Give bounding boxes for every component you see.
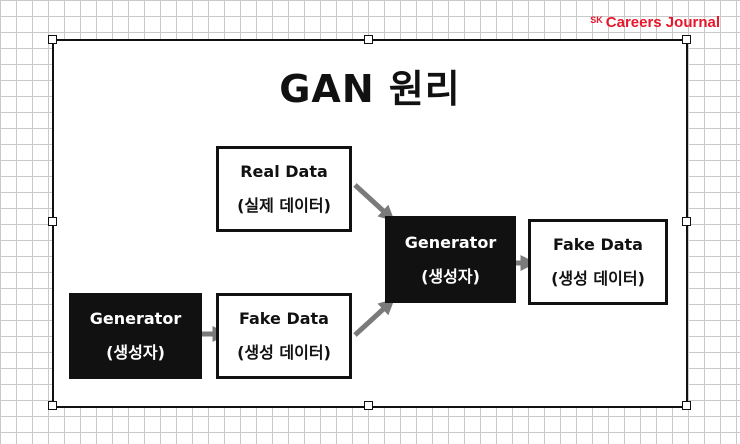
generator-left-label: Generator: [89, 309, 182, 328]
arrow-real-data-to-center-generator: [353, 183, 395, 222]
diagram-title: GAN 원리: [279, 67, 461, 111]
fake-data-left-label: Fake Data: [239, 309, 329, 328]
real-data-box: Real Data (실제 데이터): [216, 146, 352, 232]
resize-handle-top-center[interactable]: [364, 35, 373, 44]
generator-left-box: Generator (생성자): [69, 293, 202, 379]
fake-data-right-sublabel: (생성 데이터): [551, 269, 645, 288]
resize-handle-bottom-left[interactable]: [48, 401, 57, 410]
generator-center-sublabel: (생성자): [421, 266, 480, 286]
resize-handle-middle-left[interactable]: [48, 217, 57, 226]
resize-handle-middle-right[interactable]: [682, 217, 691, 226]
resize-handle-bottom-center[interactable]: [364, 401, 373, 410]
fake-data-right-label: Fake Data: [553, 235, 643, 254]
generator-left-sublabel: (생성자): [106, 343, 165, 362]
resize-handle-top-left[interactable]: [48, 35, 57, 44]
brand-name: Careers Journal: [605, 14, 720, 31]
real-data-label: Real Data: [240, 162, 328, 181]
arrow-fake-data-to-center-generator: [353, 298, 395, 337]
generator-center-box: Generator (생성자): [385, 216, 516, 303]
resize-handle-top-right[interactable]: [682, 35, 691, 44]
fake-data-right-box: Fake Data (생성 데이터): [528, 219, 668, 305]
fake-data-left-box: Fake Data (생성 데이터): [216, 293, 352, 379]
resize-handle-bottom-right[interactable]: [682, 401, 691, 410]
generator-center-label: Generator: [404, 232, 497, 252]
fake-data-left-sublabel: (생성 데이터): [237, 343, 331, 362]
brand-sk: SK: [590, 15, 603, 25]
real-data-sublabel: (실제 데이터): [237, 196, 331, 215]
